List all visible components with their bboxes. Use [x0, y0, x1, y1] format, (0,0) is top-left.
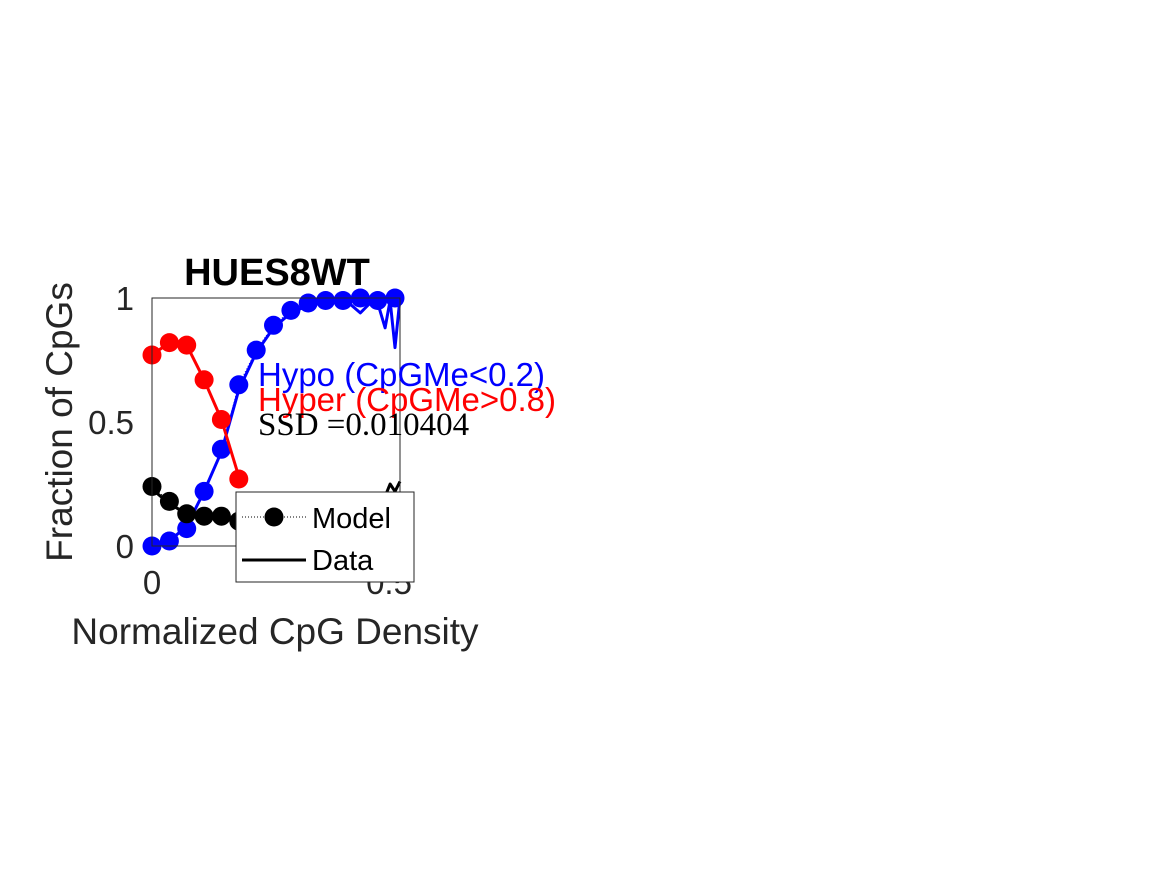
series-hypo-model-point-3	[194, 481, 214, 501]
series-hypo-model-point-5	[229, 375, 249, 395]
series-hypo-model-point-11	[333, 291, 353, 310]
series-hypo-model-point-4	[211, 439, 231, 459]
series-hypo-model-point-2	[177, 519, 197, 539]
y-axis-label: Fraction of CpGs	[39, 282, 80, 562]
series-hyper-model-point-5	[229, 469, 249, 489]
legend-model-marker	[264, 507, 284, 527]
hypo-annotation: Hypo (CpGMe<0.2)	[258, 356, 545, 393]
legend-data-label: Data	[312, 545, 374, 577]
chart-title: HUES8WT	[184, 252, 370, 294]
series-hypo-model-point-13	[368, 291, 388, 310]
ssd-annotation: SSD =0.010404	[258, 407, 469, 443]
series-hypo-model-point-7	[264, 315, 283, 335]
series-hypo-model-point-8	[281, 300, 301, 320]
series-other-model-point-3	[194, 506, 214, 526]
y-tick-label-0: 0	[116, 528, 134, 565]
y-tick-label-1: 1	[116, 280, 134, 317]
legend: Model Data	[235, 491, 415, 583]
series-hypo-model-point-9	[298, 293, 318, 313]
series-other-model-point-1	[159, 491, 179, 511]
legend-model-label: Model	[312, 503, 391, 535]
series-hypo-model-point-1	[159, 531, 179, 551]
y-tick-label-0-5: 0.5	[88, 404, 134, 441]
series-hyper-model-point-2	[177, 335, 197, 355]
series-hyper-model-point-3	[194, 370, 214, 390]
series-hypo-model-point-10	[316, 291, 336, 310]
series-other-model-point-4	[211, 506, 231, 526]
hyper-annotation: Hyper (CpGMe>0.8)	[258, 381, 556, 418]
series-other-model-point-2	[177, 504, 197, 524]
x-axis-label: Normalized CpG Density	[71, 611, 479, 652]
legend-box	[235, 491, 415, 583]
series-hypo-model-point-6	[246, 340, 266, 360]
x-tick-label-0: 0	[143, 564, 161, 601]
series-hyper-model-point-4	[211, 410, 231, 429]
series-hyper-model-point-1	[159, 333, 179, 353]
